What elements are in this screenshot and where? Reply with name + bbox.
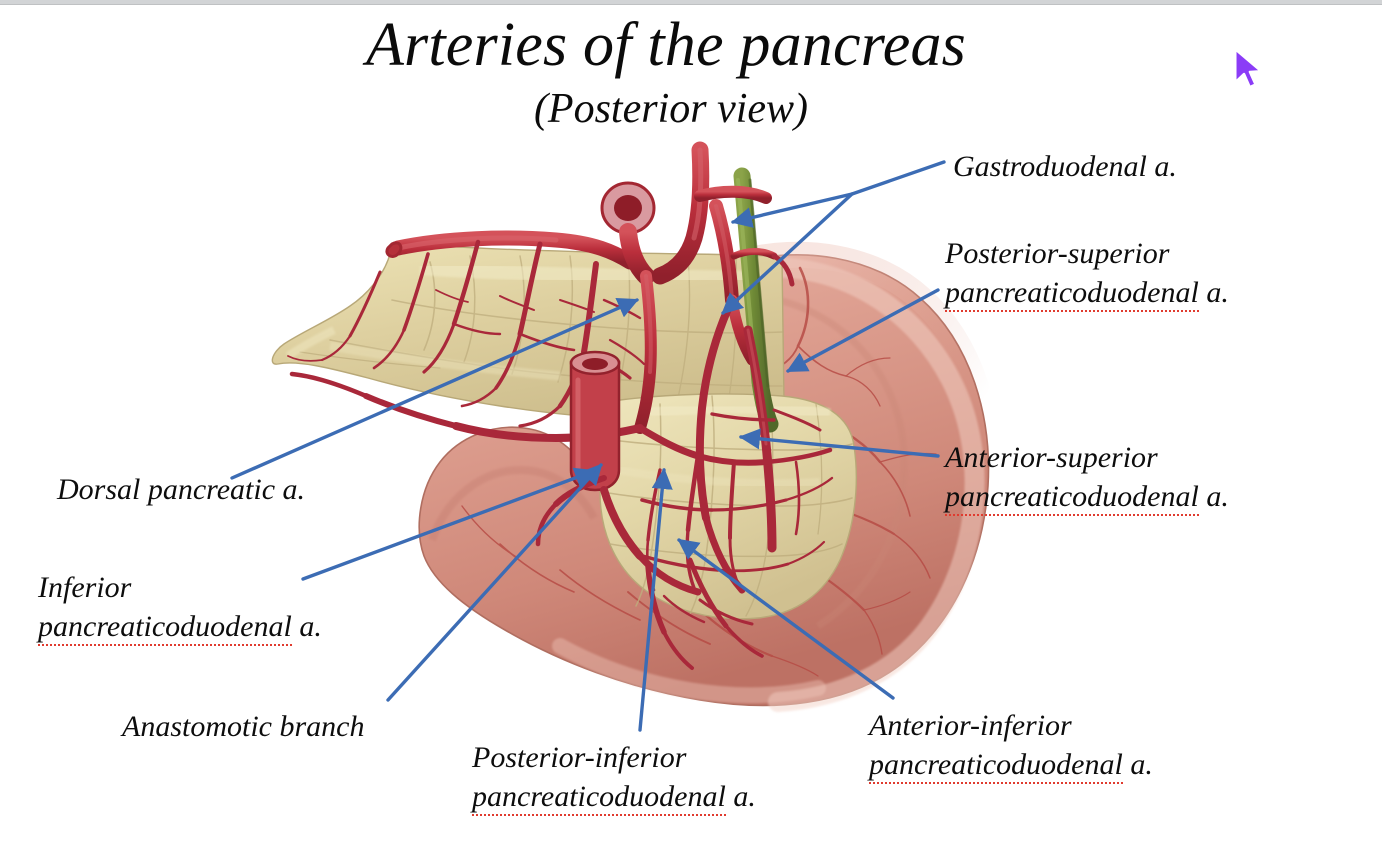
- label-dorsal-pancreatic-artery-line-1: Dorsal pancreatic a.: [57, 473, 306, 506]
- leader-lines: [230, 160, 946, 732]
- leader-anterior-superior-pd: [738, 428, 940, 458]
- label-anastomotic-branch-line-1: Anastomotic branch: [122, 710, 365, 743]
- slide-title: Arteries of the pancreas: [0, 14, 1382, 76]
- label-anterior-superior-pancreaticoduodenal-artery-line-1: Anterior-superior: [945, 441, 1158, 474]
- label-gastroduodenal-artery: Gastroduodenal a.: [953, 147, 1177, 186]
- slide-subtitle-text: (Posterior view): [533, 86, 809, 132]
- arrow-pointer-icon: [1233, 47, 1263, 89]
- leader-gastroduodenal: [850, 160, 946, 196]
- leader-gastroduodenal-branch-2: [721, 192, 854, 315]
- window-top-chrome: [0, 0, 1382, 5]
- leader-inferior-pd: [301, 467, 596, 581]
- label-posterior-superior-pancreaticoduodenal-artery-line-1: Posterior-superior: [945, 237, 1170, 270]
- label-dorsal-pancreatic-artery: Dorsal pancreatic a.: [57, 470, 305, 509]
- superior-mesenteric-artery-stump: [569, 350, 621, 492]
- label-posterior-inferior-pancreaticoduodenal-artery-line-1: Posterior-inferior: [472, 741, 687, 774]
- slide-title-text: Arteries of the pancreas: [365, 11, 966, 79]
- label-posterior-superior-pancreaticoduodenal-artery-misspelled-word: pancreaticoduodenal: [945, 276, 1199, 312]
- leader-anterior-inferior-pd: [677, 538, 895, 700]
- leader-dorsal-pancreatic: [230, 297, 639, 480]
- label-posterior-superior-pancreaticoduodenal-artery-line-2: pancreaticoduodenal a.: [945, 273, 1229, 312]
- leader-anastomotic-branch: [386, 463, 603, 702]
- label-gastroduodenal-artery-line-1: Gastroduodenal a.: [953, 150, 1177, 183]
- label-anastomotic-branch: Anastomotic branch: [122, 707, 364, 746]
- label-posterior-inferior-pancreaticoduodenal-artery-misspelled-word: pancreaticoduodenal: [472, 780, 726, 816]
- label-anterior-superior-pancreaticoduodenal-artery-line-2: pancreaticoduodenal a.: [945, 477, 1229, 516]
- label-anterior-inferior-pancreaticoduodenal-artery-line-1: Anterior-inferior: [869, 709, 1072, 742]
- label-inferior-pancreaticoduodenal-artery-line-1: Inferior: [38, 571, 132, 604]
- label-anterior-inferior-pancreaticoduodenal-artery-line-2: pancreaticoduodenal a.: [869, 745, 1153, 784]
- leader-gastroduodenal-branch-1: [730, 192, 854, 228]
- leader-posterior-superior-pd: [786, 288, 940, 373]
- label-anterior-inferior-pancreaticoduodenal-artery-misspelled-word: pancreaticoduodenal: [869, 748, 1123, 784]
- label-inferior-pancreaticoduodenal-artery-line-2: pancreaticoduodenal a.: [38, 607, 322, 646]
- label-inferior-pancreaticoduodenal-artery-misspelled-word: pancreaticoduodenal: [38, 610, 292, 646]
- label-anterior-superior-pancreaticoduodenal-artery-misspelled-word: pancreaticoduodenal: [945, 480, 1199, 516]
- slide-subtitle: (Posterior view): [0, 88, 1382, 130]
- leader-posterior-inferior-pd: [638, 467, 673, 732]
- label-posterior-inferior-pancreaticoduodenal-artery-line-2: pancreaticoduodenal a.: [472, 777, 756, 816]
- celiac-trunk-stump: [600, 181, 656, 235]
